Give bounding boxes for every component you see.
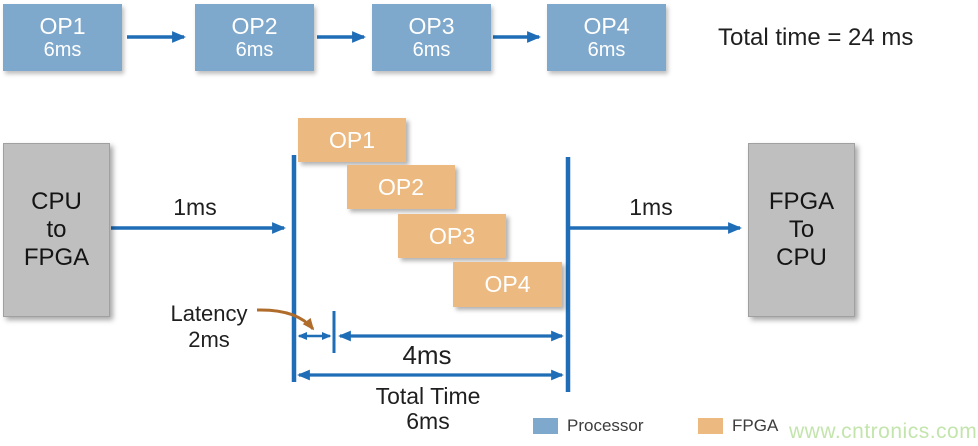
- fpga-legend-swatch: [698, 418, 723, 434]
- op-time: 6ms: [587, 39, 626, 61]
- op-label: OP3: [408, 13, 455, 39]
- box-line: CPU: [776, 244, 827, 271]
- sequential-total-time-text: Total time = 24 ms: [718, 24, 914, 51]
- processor-legend-label: Processor: [567, 416, 644, 435]
- op-label: OP4: [484, 271, 531, 297]
- input-transfer-label: 1ms: [173, 194, 217, 220]
- fpga-op-box-3: OP3: [398, 214, 506, 258]
- pipeline-window-label: 4ms: [402, 340, 452, 370]
- box-line: FPGA: [23, 244, 90, 271]
- watermark-text: www.cntronics.com: [789, 420, 978, 443]
- fpga-to-cpu-box: FPGA To CPU: [748, 143, 855, 317]
- total-time-value: 6ms: [406, 408, 450, 434]
- op-time: 6ms: [43, 39, 82, 61]
- processor-op-box-3: OP3 6ms: [372, 4, 491, 71]
- op-label: OP1: [328, 126, 376, 153]
- processor-op-box-4: OP4 6ms: [547, 4, 666, 71]
- latency-callout: Latency 2ms: [149, 301, 269, 353]
- box-line: FPGA: [768, 188, 835, 215]
- fpga-total-time: Total Time 6ms: [353, 384, 503, 434]
- output-transfer-label: 1ms: [629, 194, 673, 220]
- fpga-op-box-1: OP1: [298, 118, 406, 162]
- fpga-op-box-2: OP2: [347, 165, 455, 209]
- latency-label: Latency: [170, 301, 248, 326]
- processor-legend-swatch: [533, 418, 558, 434]
- cpu-to-fpga-box: CPU to FPGA: [3, 143, 110, 317]
- total-time-label: Total Time: [375, 383, 481, 409]
- op-label: OP2: [377, 173, 425, 200]
- fpga-legend-label: FPGA: [732, 416, 779, 435]
- op-label: OP2: [231, 13, 278, 39]
- box-line: to: [46, 216, 67, 243]
- fpga-op-box-4: OP4: [453, 262, 562, 307]
- latency-value: 2ms: [188, 327, 230, 352]
- box-line: To: [788, 216, 815, 243]
- op-label: OP4: [583, 13, 630, 39]
- processor-op-box-1: OP1 6ms: [3, 4, 122, 71]
- processor-op-box-2: OP2 6ms: [195, 4, 314, 71]
- latency-callout-arrow: [256, 308, 315, 331]
- op-label: OP1: [39, 13, 86, 39]
- op-label: OP3: [428, 222, 476, 249]
- op-time: 6ms: [235, 39, 274, 61]
- box-line: CPU: [31, 188, 82, 215]
- op-time: 6ms: [412, 39, 451, 61]
